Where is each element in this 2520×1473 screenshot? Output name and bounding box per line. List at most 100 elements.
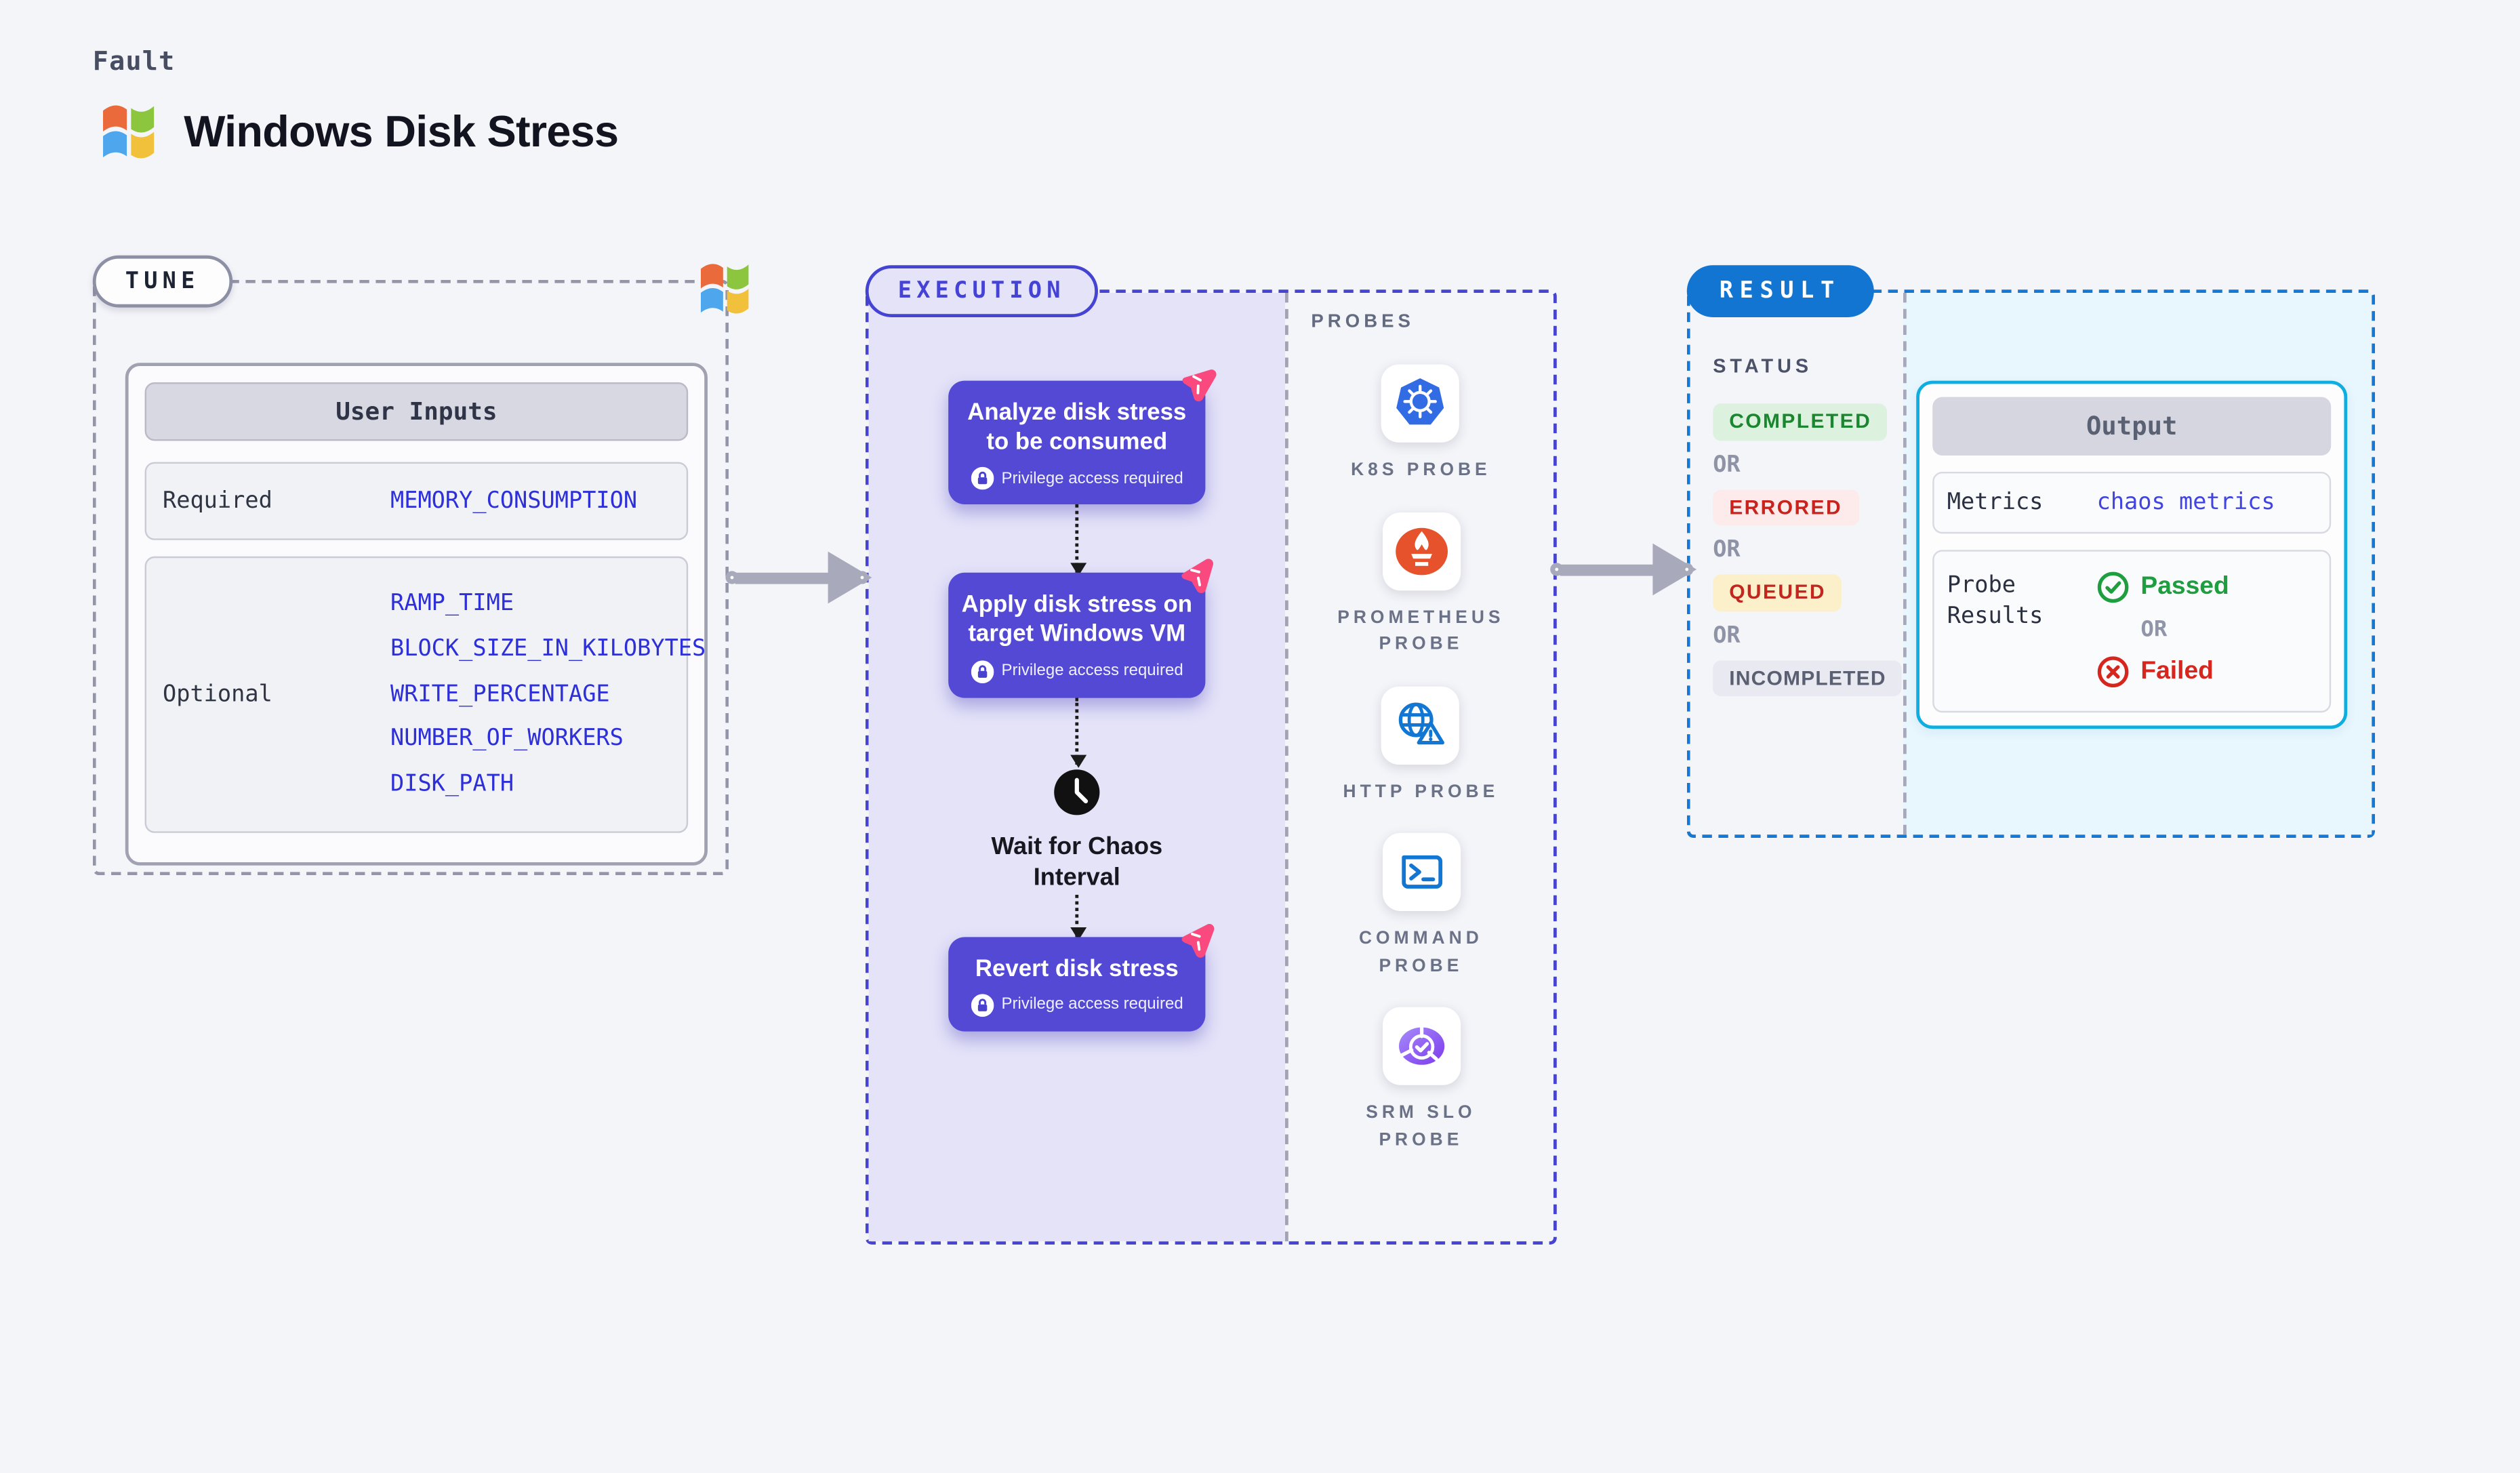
execution-flow: Analyze disk stress to be consumed Privi… (868, 293, 1286, 1242)
output-area: Output Metrics chaos metrics Probe Resul… (1903, 293, 2372, 835)
chaos-step-icon (1179, 365, 1219, 405)
step-title: Revert disk stress (975, 956, 1179, 982)
wait-label: Wait for Chaos Interval (991, 832, 1163, 892)
output-title: Output (1932, 397, 2332, 456)
step-title: Analyze disk stress to be consumed (967, 400, 1187, 456)
prometheus-icon (1395, 527, 1447, 575)
arrow-start-dot (725, 571, 739, 584)
user-inputs-title: User Inputs (144, 382, 689, 441)
probe-label: K8S PROBE (1351, 460, 1491, 480)
probe-card (1381, 511, 1460, 590)
failed-line: Failed (2097, 655, 2317, 688)
optional-value: NUMBER_OF_WORKERS (390, 726, 624, 752)
probe-card (1381, 1007, 1460, 1085)
probe-results-label: Probe Results (1947, 572, 2044, 630)
status-label: STATUS (1713, 355, 1813, 378)
lock-icon (970, 993, 994, 1017)
terminal-icon (1401, 855, 1442, 889)
probe-card (1381, 364, 1460, 443)
dotted-connector (1070, 504, 1087, 577)
optional-value: BLOCK_SIZE_IN_KILOBYTES (390, 635, 706, 662)
user-inputs-card: User Inputs Required MEMORY_CONSUMPTION … (125, 363, 708, 866)
probe-item-prometheus: PROMETHEUS PROBE (1323, 511, 1518, 658)
fault-eyebrow: Fault (92, 45, 176, 77)
windows-logo-icon (700, 264, 749, 314)
failed-x-icon (2097, 656, 2129, 688)
passed-line: Passed (2097, 571, 2317, 603)
optional-value: WRITE_PERCENTAGE (390, 681, 610, 708)
optional-inputs-row: Optional RAMP_TIME BLOCK_SIZE_IN_KILOBYT… (144, 556, 706, 833)
tune-badge: TUNE (92, 255, 232, 308)
optional-label: Optional (163, 681, 272, 708)
optional-value: RAMP_TIME (390, 590, 514, 617)
arrow-end-dot (855, 571, 869, 584)
metrics-row: Metrics chaos metrics (1932, 472, 2332, 534)
probe-item-srm-slo: SRM SLO PROBE (1323, 1007, 1518, 1154)
clock-icon (1054, 769, 1100, 815)
dotted-connector (1070, 697, 1087, 767)
required-inputs-row: Required MEMORY_CONSUMPTION (144, 462, 689, 540)
or-label: OR (1713, 622, 1741, 649)
status-badge-errored: ERRORED (1713, 489, 1859, 526)
privilege-note-text: Privilege access required (1001, 996, 1183, 1014)
dotted-connector (1070, 893, 1087, 940)
step-revert-disk-stress: Revert disk stress Privilege access requ… (948, 921, 1218, 1031)
passed-label: Passed (2140, 572, 2229, 601)
privilege-note-text: Privilege access required (1001, 662, 1183, 681)
step-analyze-disk-stress: Analyze disk stress to be consumed Privi… (948, 365, 1219, 505)
kubernetes-icon (1397, 378, 1445, 425)
or-label: OR (1713, 451, 1741, 478)
probe-label: PROMETHEUS PROBE (1337, 607, 1505, 654)
arrow-execution-to-result (1550, 543, 1697, 596)
status-column: STATUS COMPLETED OR ERRORED OR QUEUED OR… (1690, 293, 1903, 834)
privilege-note: Privilege access required (961, 993, 1192, 1017)
probe-item-http: HTTP PROBE (1343, 685, 1499, 805)
privilege-note: Privilege access required (961, 660, 1192, 683)
execution-badge: EXECUTION (865, 265, 1098, 318)
required-value: MEMORY_CONSUMPTION (390, 487, 638, 514)
probe-label: HTTP PROBE (1343, 782, 1499, 801)
probe-label: COMMAND PROBE (1358, 929, 1483, 975)
metrics-label: Metrics (1947, 489, 2044, 515)
arrow-shaft (1560, 563, 1657, 576)
step-apply-disk-stress: Apply disk stress on target Windows VM P… (948, 557, 1219, 698)
result-section: RESULT STATUS COMPLETED OR ERRORED OR QU… (1686, 265, 2376, 838)
tune-section: TUNE User Inputs Required MEMORY_CONSUMP… (92, 255, 749, 876)
status-badge-queued: QUEUED (1713, 574, 1842, 611)
metrics-value: chaos metrics (2096, 489, 2275, 516)
probe-card (1381, 832, 1460, 911)
chaos-step-icon (1179, 921, 1218, 960)
or-label: OR (1713, 537, 1741, 563)
arrow-shaft (735, 571, 832, 584)
result-badge: RESULT (1686, 265, 1873, 318)
http-globe-warning-icon (1399, 702, 1446, 744)
status-badge-completed: COMPLETED (1713, 403, 1888, 441)
windows-logo-icon (103, 105, 155, 159)
page-title: Windows Disk Stress (184, 107, 619, 157)
lock-icon (970, 467, 994, 490)
or-label: OR (2140, 616, 2168, 643)
probe-results-row: Probe Results Passed OR (1932, 550, 2332, 713)
probes-panel-label: PROBES (1311, 312, 1415, 332)
probe-item-command: COMMAND PROBE (1323, 832, 1518, 980)
status-badge-incompleted: INCOMPLETED (1713, 660, 1903, 697)
step-title: Apply disk stress on target Windows VM (961, 592, 1192, 649)
optional-value: DISK_PATH (390, 771, 514, 798)
probe-item-k8s: K8S PROBE (1351, 364, 1491, 484)
chaos-step-icon (1178, 557, 1219, 598)
arrow-start-dot (1550, 563, 1564, 576)
srm-slo-icon (1398, 1025, 1444, 1065)
probe-label: SRM SLO PROBE (1366, 1103, 1476, 1150)
execution-section: EXECUTION Analyze disk stress to be cons… (865, 265, 1557, 1245)
required-label: Required (163, 488, 272, 514)
failed-label: Failed (2140, 657, 2214, 685)
arrow-tune-to-execution (725, 551, 872, 604)
arrow-end-dot (1680, 563, 1694, 576)
lock-icon (970, 660, 994, 683)
probe-card (1381, 685, 1460, 764)
probes-panel: PROBES K8S PROBE (1285, 293, 1553, 1242)
privilege-note: Privilege access required (961, 467, 1192, 490)
passed-check-icon (2097, 571, 2129, 603)
wait-step (1053, 767, 1101, 824)
